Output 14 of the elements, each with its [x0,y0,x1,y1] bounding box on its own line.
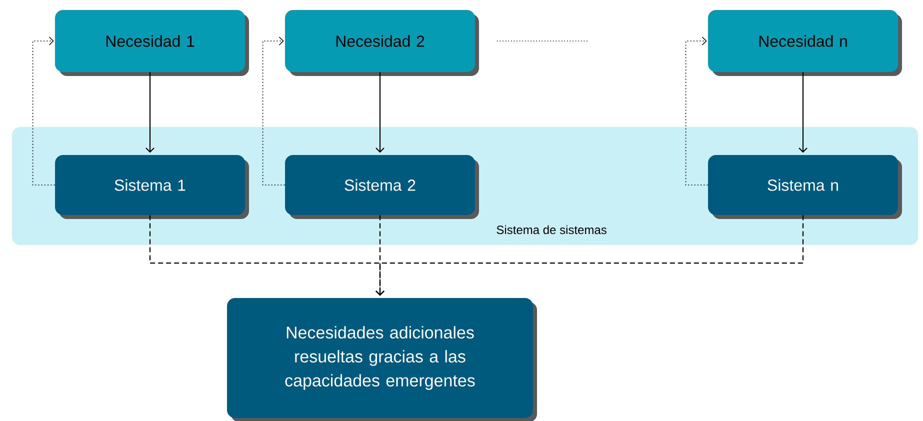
system-box: Sistema 1 [55,155,249,219]
arrow [376,72,384,153]
need-box: Necesidad 2 [285,10,479,76]
arrow [262,36,286,186]
need-box: Necesidad 1 [55,10,249,76]
arrow [32,36,56,186]
arrow [376,215,804,296]
arrow [798,72,808,153]
system-box: Sistema 2 [285,155,479,219]
need-box: Necesidad n [708,10,902,76]
arrow [685,36,708,186]
system-box: Sistema n [708,155,902,219]
arrow [146,72,154,153]
result-box: Necesidades adicionales resueltas gracias a las capacidades emergentes [227,298,537,421]
